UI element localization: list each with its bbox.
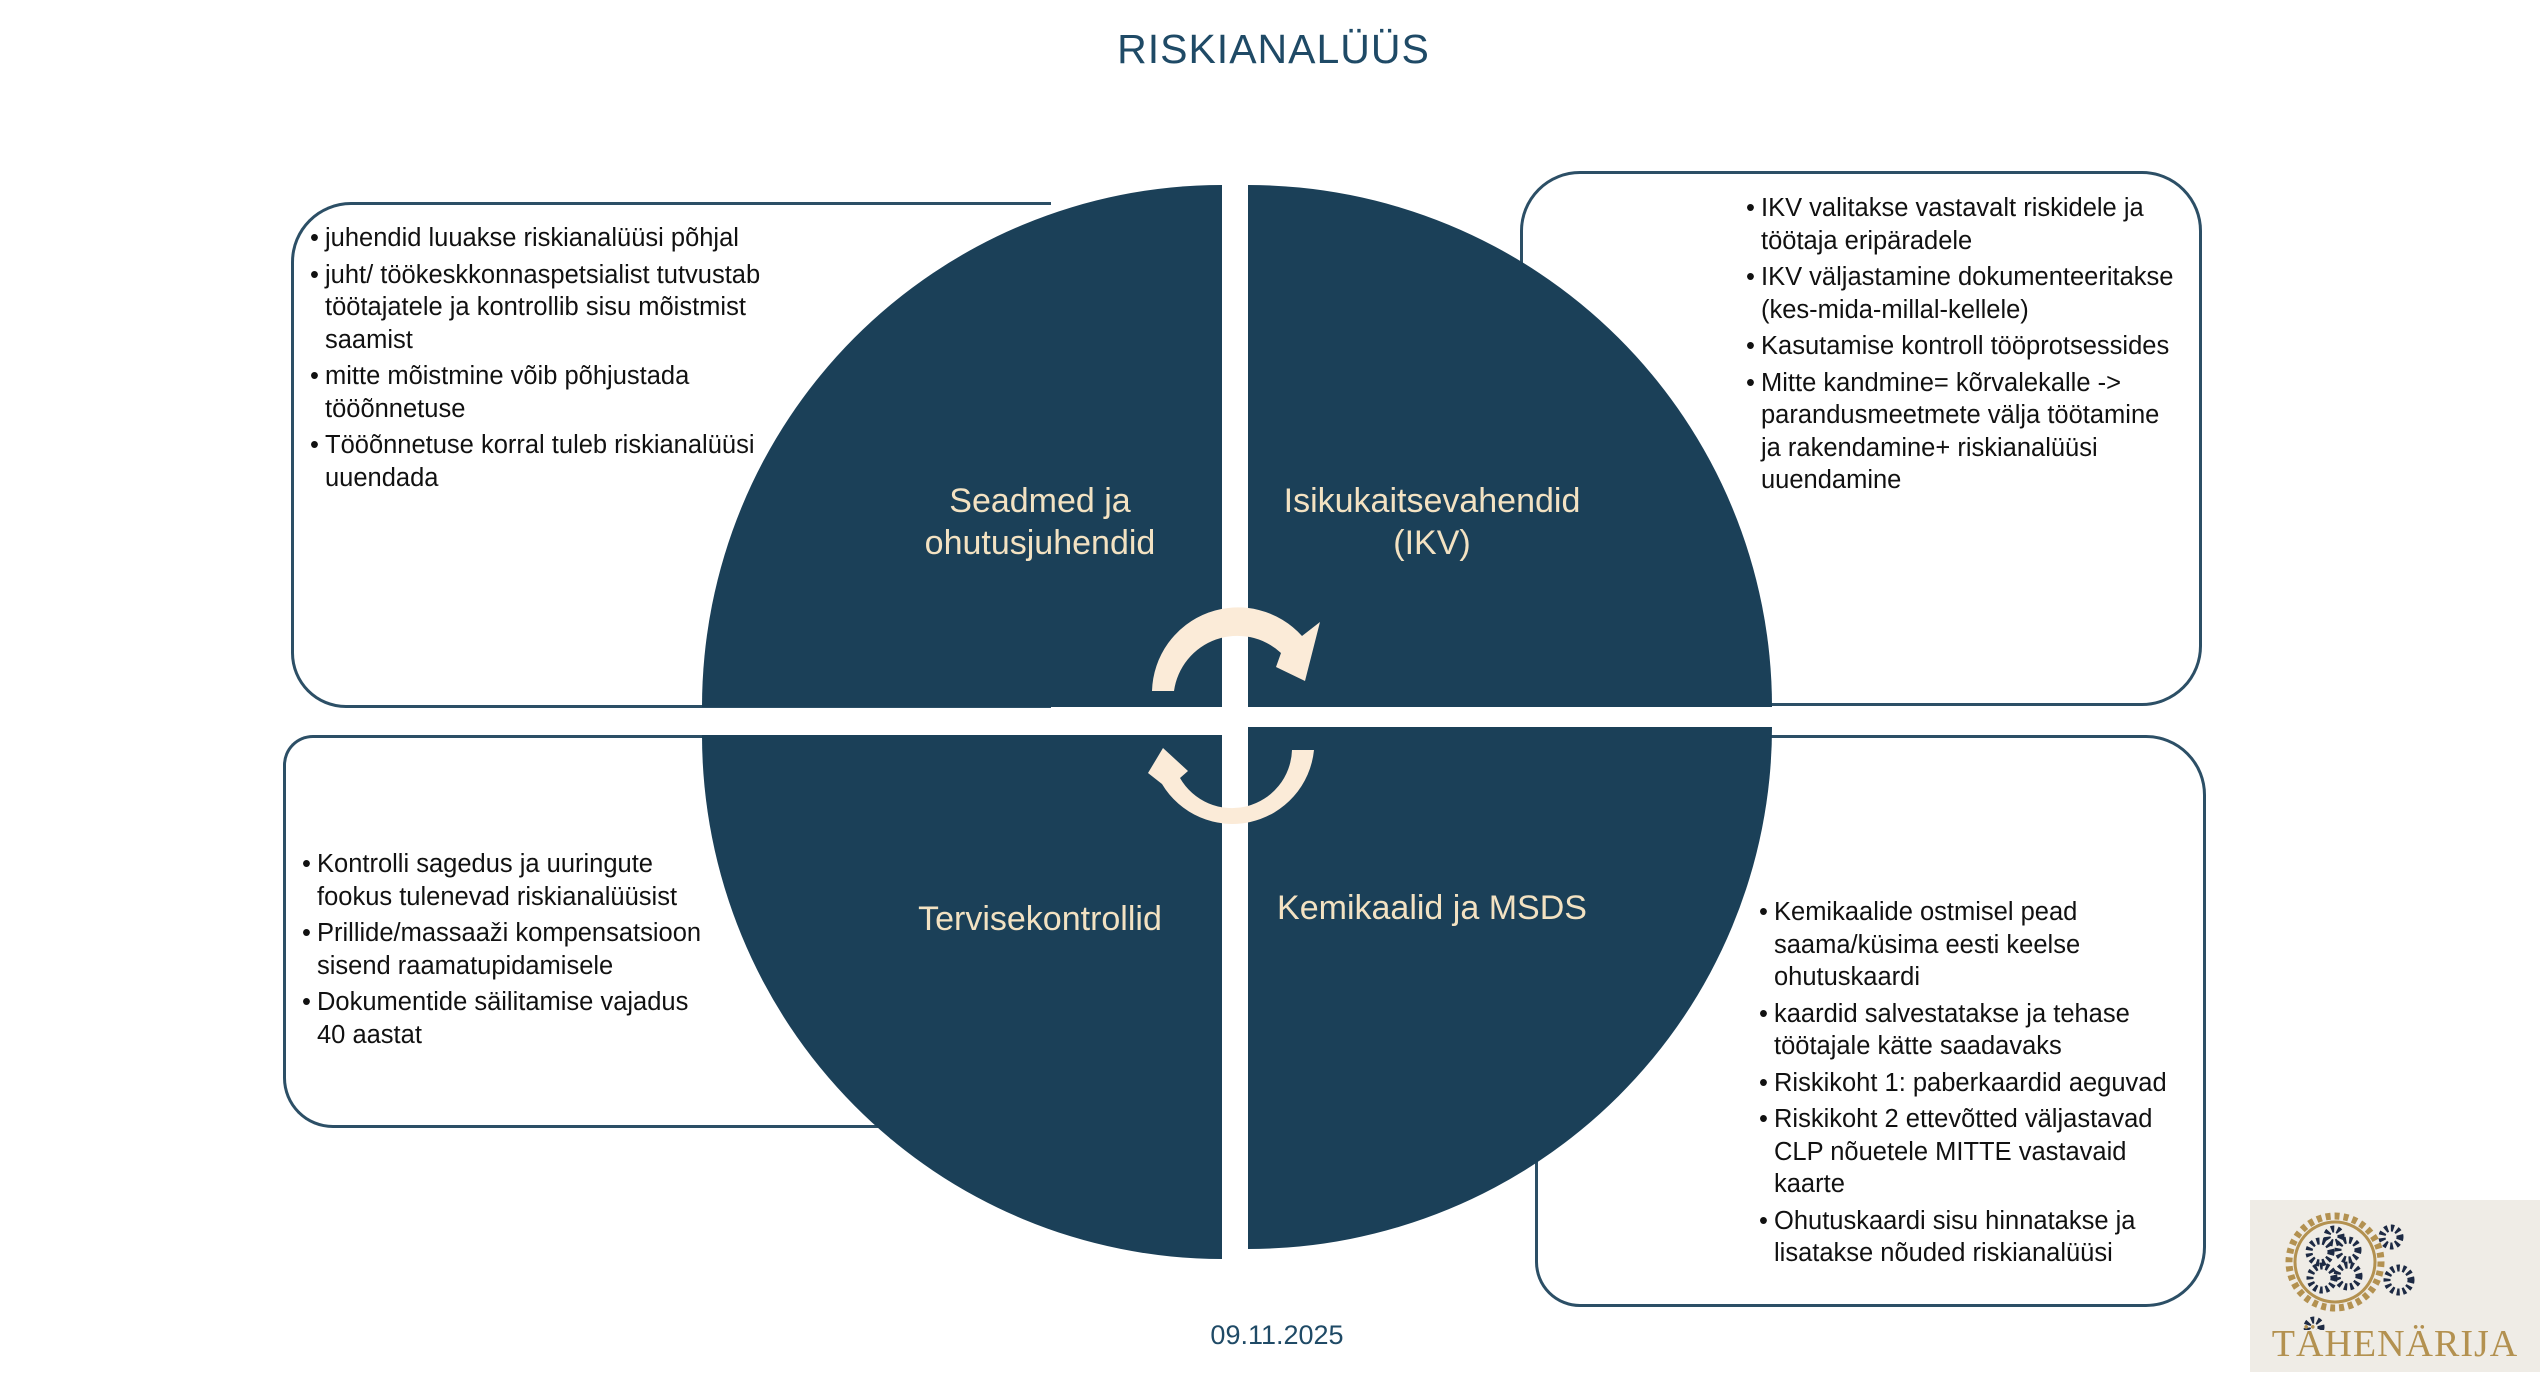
bullet-item: Kemikaalide ostmisel pead saama/küsima e… [1759, 896, 2189, 994]
gears-icon [2285, 1212, 2415, 1330]
slide-title: RISKIANALÜÜS [1117, 26, 1430, 72]
cycle-arrow-bottom-icon [1148, 748, 1314, 824]
bullet-item: IKV väljastamine dokumenteeritakse (kes-… [1746, 261, 2176, 326]
bullet-item: kaardid salvestatakse ja tehase töötajal… [1759, 998, 2189, 1063]
bullets-equipment: juhendid luuakse riskianalüüsi põhjal ju… [310, 222, 830, 498]
company-logo: TÄHENÄRIJA [2250, 1200, 2540, 1372]
label-line: (IKV) [1393, 524, 1471, 562]
quadrant-bottom-left [702, 735, 1222, 1259]
bullet-item: mitte mõistmine võib põhjustada tööõnnet… [310, 360, 830, 425]
quadrant-bottom-right [1248, 727, 1772, 1249]
bullets-ppe: IKV valitakse vastavalt riskidele ja töö… [1746, 192, 2176, 501]
label-line: ohutusjuhendid [924, 524, 1156, 562]
quadrant-top-right [1248, 185, 1772, 707]
slide-date: 09.11.2025 [1210, 1320, 1344, 1350]
label-line: Kemikaalid ja MSDS [1277, 889, 1587, 927]
bullet-item: Tööõnnetuse korral tuleb riskianalüüsi u… [310, 429, 830, 494]
bullet-item: Prillide/massaaži kompensatsioon sisend … [302, 917, 702, 982]
quadrant-label-chemicals: Kemikaalid ja MSDS [1232, 887, 1632, 929]
bullet-item: Ohutuskaardi sisu hinnatakse ja lisataks… [1759, 1205, 2189, 1270]
bullet-item: juht/ töökeskkonnaspetsialist tutvustab … [310, 259, 830, 357]
label-line: Seadmed ja [949, 482, 1131, 520]
logo-text: TÄHENÄRIJA [2271, 1323, 2519, 1365]
bullet-item: Kasutamise kontroll tööprotsessides [1746, 330, 2176, 363]
bullet-item: Kontrolli sagedus ja uuringute fookus tu… [302, 848, 702, 913]
bullets-chemicals: Kemikaalide ostmisel pead saama/küsima e… [1759, 896, 2189, 1274]
bullet-item: Riskikoht 2 ettevõtted väljastavad CLP n… [1759, 1103, 2189, 1201]
bullet-item: Riskikoht 1: paberkaardid aeguvad [1759, 1067, 2189, 1100]
label-line: Isikukaitsevahendid [1283, 482, 1581, 520]
label-line: Tervisekontrollid [918, 900, 1162, 938]
quadrant-label-ppe: Isikukaitsevahendid (IKV) [1232, 480, 1632, 564]
quadrant-label-health: Tervisekontrollid [840, 898, 1240, 940]
bullet-item: IKV valitakse vastavalt riskidele ja töö… [1746, 192, 2176, 257]
bullet-item: Dokumentide säilitamise vajadus 40 aasta… [302, 986, 702, 1051]
bullet-item: Mitte kandmine= kõrvalekalle -> parandus… [1746, 367, 2176, 497]
quadrant-top-left [702, 185, 1222, 707]
bullets-health: Kontrolli sagedus ja uuringute fookus tu… [302, 848, 702, 1055]
cycle-arrow-top-icon [1152, 607, 1320, 691]
bullet-item: juhendid luuakse riskianalüüsi põhjal [310, 222, 830, 255]
quadrant-label-equipment: Seadmed ja ohutusjuhendid [840, 480, 1240, 564]
